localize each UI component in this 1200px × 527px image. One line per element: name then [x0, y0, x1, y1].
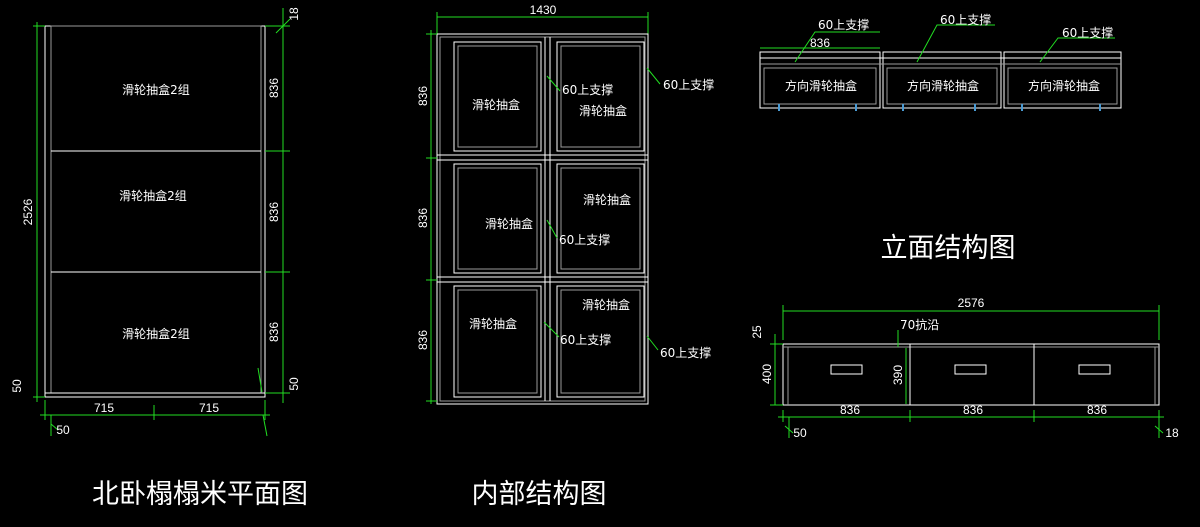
internal-drawer-box-inner — [457, 45, 538, 148]
internal-support-label-1: 60上支撑 — [562, 82, 613, 97]
elevation-support-leader — [916, 24, 995, 63]
internal-dim-row-3: 836 — [416, 330, 430, 350]
internal-drawer-box-inner — [457, 167, 538, 270]
front-handle-3 — [1078, 364, 1111, 375]
front-dim-left-offset: 50 — [793, 426, 807, 440]
elevation-drawer-label-3: 方向滑轮抽盒 — [1028, 78, 1100, 93]
plan-dim-total-height: 2526 — [21, 198, 35, 225]
front-handle-1 — [830, 364, 863, 375]
plan-dim-leader — [50, 423, 59, 431]
internal-support-label-4: 60上支撑 — [560, 332, 611, 347]
front-dim-section-3: 836 — [1087, 403, 1107, 417]
plan-view: 滑轮抽盒2组 滑轮抽盒2组 滑轮抽盒2组 2526 50 18 836 836 … — [10, 7, 308, 510]
front-dim-drawer-height: 390 — [891, 365, 905, 385]
plan-drawer-label-2: 滑轮抽盒2组 — [119, 188, 187, 203]
front-dim-section-2: 836 — [963, 403, 983, 417]
plan-dim-left-base: 50 — [10, 379, 24, 393]
internal-drawer-box — [453, 285, 542, 398]
elevation-support-label-1: 60上支撑 — [818, 17, 869, 32]
internal-drawer-label-1: 滑轮抽盒 — [472, 97, 520, 112]
internal-dim-width: 1430 — [530, 3, 557, 17]
front-dim-height: 400 — [760, 364, 774, 384]
elevation-box-3 — [1003, 51, 1122, 109]
front-edge-label: 70抗沿 — [900, 317, 939, 332]
plan-dim-section-2: 836 — [267, 202, 281, 222]
elevation-drawer-label-1: 方向滑轮抽盒 — [785, 78, 857, 93]
internal-outer-frame — [436, 33, 649, 405]
plan-dim-top-thickness: 18 — [287, 7, 301, 21]
plan-dim-section-1: 836 — [267, 78, 281, 98]
plan-title: 北卧榻榻米平面图 — [92, 479, 308, 510]
internal-dim-row-2: 836 — [416, 208, 430, 228]
elevation-drawer-3 — [1007, 67, 1118, 105]
elevation-casters — [778, 104, 1101, 111]
internal-drawer-box — [453, 163, 542, 274]
internal-support-leader — [543, 321, 560, 338]
elevation-support-leader — [794, 31, 880, 63]
front-outer-frame — [782, 343, 1160, 406]
front-dim-right-offset: 18 — [1165, 426, 1179, 440]
plan-dim-section-3: 836 — [267, 322, 281, 342]
internal-drawer-box-inner — [560, 289, 641, 394]
plan-dim-leader — [262, 414, 268, 437]
internal-drawer-box — [556, 285, 645, 398]
elevation-view: 方向滑轮抽盒 方向滑轮抽盒 方向滑轮抽盒 836 60上支撑 60上支撑 60上… — [759, 12, 1122, 264]
internal-drawer-label-3: 滑轮抽盒 — [485, 216, 533, 231]
internal-drawer-box — [453, 41, 542, 152]
elevation-drawer-1 — [763, 67, 877, 105]
elevation-drawer-label-2: 方向滑轮抽盒 — [907, 78, 979, 93]
plan-dim-half-width-2: 715 — [199, 401, 219, 415]
plan-drawer-label-3: 滑轮抽盒2组 — [122, 326, 190, 341]
front-dim-leader — [784, 425, 794, 434]
front-dim-total-width: 2576 — [958, 296, 985, 310]
internal-drawer-label-4: 滑轮抽盒 — [583, 192, 631, 207]
plan-outer-frame — [44, 25, 266, 398]
internal-support-leader — [546, 219, 558, 239]
front-handle-2 — [954, 364, 987, 375]
internal-drawer-box-inner — [560, 167, 641, 270]
internal-drawer-box-inner — [560, 45, 641, 148]
plan-drawer-label-1: 滑轮抽盒2组 — [122, 82, 190, 97]
internal-view: 1430 滑轮抽盒 滑轮抽盒 滑轮抽盒 滑轮抽盒 滑轮抽盒 滑轮抽盒 60上支撑… — [416, 3, 714, 510]
internal-support-leader — [546, 75, 561, 92]
internal-drawer-label-2: 滑轮抽盒 — [579, 103, 627, 118]
elevation-support-label-3: 60上支撑 — [1062, 25, 1113, 40]
front-dim-top-offset: 25 — [750, 325, 764, 339]
elevation-box-2 — [882, 51, 1002, 109]
elevation-box-1 — [759, 51, 881, 109]
internal-inner-frame — [439, 36, 646, 402]
internal-support-label-5: 60上支撑 — [660, 345, 711, 360]
internal-title: 内部结构图 — [472, 479, 607, 510]
internal-drawer-label-5: 滑轮抽盒 — [469, 316, 517, 331]
plan-dim-half-width-1: 715 — [94, 401, 114, 415]
internal-drawer-box — [556, 163, 645, 274]
front-view: 2576 70抗沿 25 400 390 836 836 836 — [750, 296, 1179, 440]
front-dim-section-1: 836 — [840, 403, 860, 417]
internal-dim-row-1: 836 — [416, 86, 430, 106]
internal-support-leader — [646, 67, 661, 85]
front-dim-leader — [1154, 425, 1164, 434]
internal-drawer-box — [556, 41, 645, 152]
internal-support-label-3: 60上支撑 — [559, 232, 610, 247]
plan-dim-right-base: 50 — [287, 377, 301, 391]
elevation-support-leader — [1039, 37, 1115, 63]
elevation-drawer-2 — [886, 67, 998, 105]
plan-dim-leader — [275, 18, 291, 34]
internal-drawer-box-inner — [457, 289, 538, 394]
internal-drawer-label-6: 滑轮抽盒 — [582, 297, 630, 312]
plan-dim-left-offset: 50 — [56, 423, 70, 437]
internal-support-label-2: 60上支撑 — [663, 77, 714, 92]
plan-dim-leader — [257, 367, 263, 393]
elevation-title: 立面结构图 — [881, 233, 1016, 264]
elevation-dim-box-width: 836 — [810, 36, 830, 50]
elevation-support-label-2: 60上支撑 — [940, 12, 991, 27]
internal-support-leader — [646, 335, 659, 351]
